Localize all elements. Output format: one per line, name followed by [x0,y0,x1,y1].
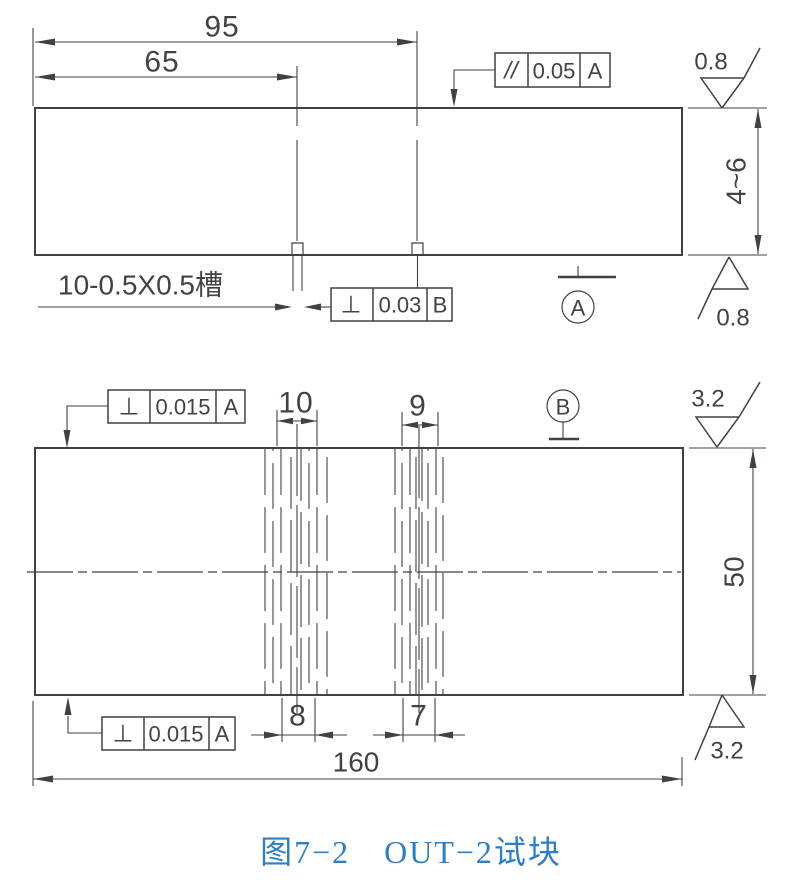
slot-note-label: 10-0.5X0.5槽 [58,270,223,301]
top-view: 95 65 10-0.5X0.5 [32,11,767,332]
parallelism-tolerance: 0.05 [533,59,576,84]
perpendicularity-symbol: ⊥ [341,292,362,319]
bottom-view: 10 9 B ⊥ 0.015 A [27,381,766,786]
dim-7-label: 7 [410,700,428,733]
frame-top-tolerance: 0.015 [155,395,210,420]
tolerance-frame-parallelism: // 0.05 A [450,52,611,107]
roughness-symbol-bottom-0-8: 0.8 [697,256,750,332]
frame-bottom-datum-ref: A [215,722,230,747]
slot-notch-left [291,242,304,291]
roughness-symbol-bottom-3-2: 3.2 [694,694,746,765]
dim-8-label: 8 [289,700,307,733]
roughness-32-top-value: 3.2 [691,386,724,413]
roughness-32-bottom-value: 3.2 [710,738,743,765]
datum-b-label: B [556,395,571,420]
dim-95: 95 [32,11,417,106]
roughness-bottom-value: 0.8 [716,305,749,332]
dim-10-label: 10 [278,387,313,420]
dim-160: 160 [32,701,683,786]
dim-160-label: 160 [333,747,380,778]
frame-bottom-symbol: ⊥ [113,721,134,748]
dim-65: 65 [35,46,297,81]
datum-b-symbol: B [546,389,580,441]
parallelism-symbol: // [502,58,520,85]
roughness-symbol-top-0-8: 0.8 [694,47,761,109]
frame-top-datum-ref: A [224,395,239,420]
datum-a-symbol: A [558,266,616,324]
roughness-symbol-top-3-2: 3.2 [691,381,761,448]
frame-top-symbol: ⊥ [119,394,140,421]
slot-lines-right [394,426,444,713]
dim-thickness-label: 4~6 [721,157,752,205]
frame-bottom-tolerance: 0.015 [148,722,203,747]
tolerance-frame-perpendicularity-bottom: ⊥ 0.015 A [64,697,236,751]
parallelism-datum-ref: A [588,59,603,84]
perpendicularity-tolerance: 0.03 [379,293,422,318]
dim-10: 10 [276,387,318,446]
figure-caption: 图7−2 OUT−2试块 [260,834,562,870]
tolerance-frame-perpendicularity-top: ⊥ 0.015 A [63,389,246,448]
dim-50-label: 50 [719,556,750,587]
dim-thickness: 4~6 [688,107,767,256]
dim-9: 9 [401,390,439,446]
slot-extension-lines [296,31,418,241]
datum-a-label: A [571,296,586,321]
slot-notch-right [411,242,424,288]
dim-8: 8 [251,698,347,742]
tolerance-frame-perpendicularity-003: ⊥ 0.03 B [304,287,453,322]
perpendicularity-datum-ref: B [433,293,448,318]
slot-note: 10-0.5X0.5槽 [38,270,292,311]
dim-65-label: 65 [144,46,179,79]
roughness-top-value: 0.8 [694,49,727,76]
part-outline-top-view [34,107,683,256]
dim-9-label: 9 [409,390,427,423]
dim-50: 50 [689,447,766,696]
dim-95-label: 95 [204,11,239,44]
dim-7: 7 [373,698,465,742]
slot-lines-left [264,424,328,713]
